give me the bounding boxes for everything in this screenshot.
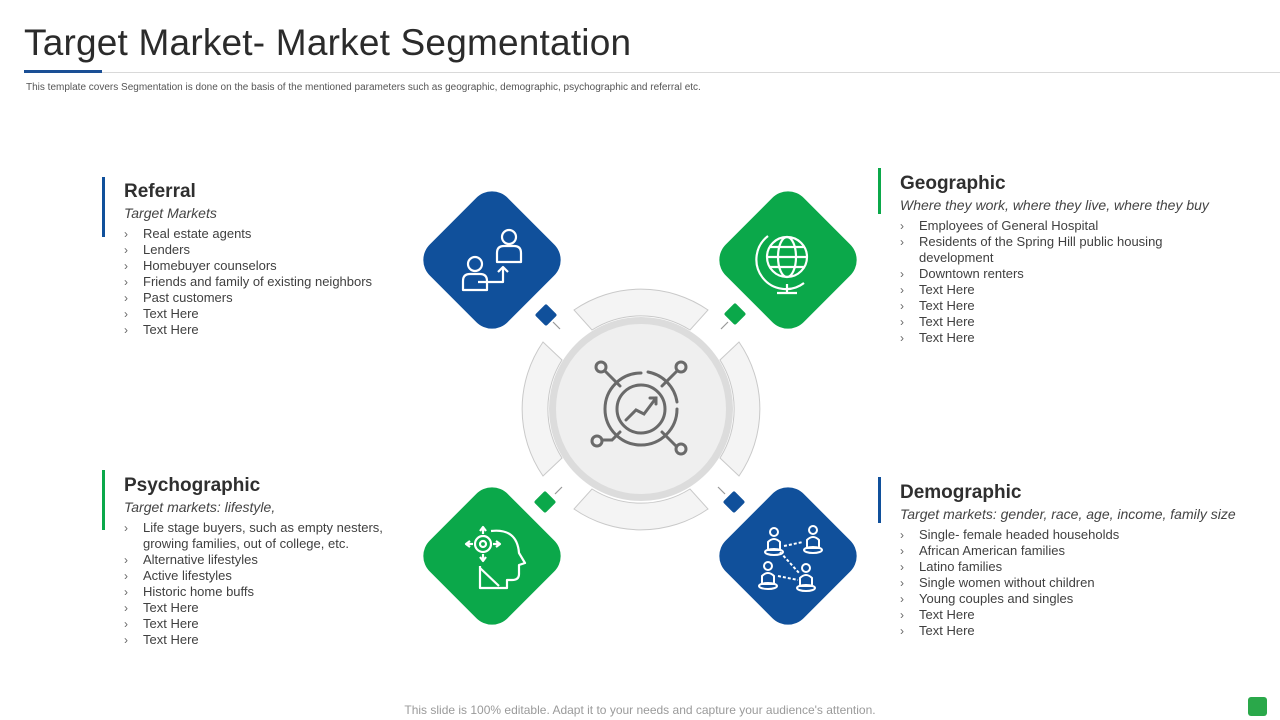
demographic-list: ›Single- female headed households ›Afric… (900, 527, 1200, 639)
list-item: ›Past customers (124, 290, 233, 305)
demographic-accent-bar (878, 477, 881, 523)
referral-list: ›Real estate agents ›Lenders ›Homebuyer … (124, 226, 402, 338)
footer-note: This slide is 100% editable. Adapt it to… (404, 703, 876, 717)
geographic-subheading: Where they work, where they live, where … (900, 197, 1209, 213)
demographic-diamond (719, 487, 857, 625)
list-item: ›Text Here (124, 600, 199, 615)
psychographic-section: Psychographic Target markets: lifestyle,… (102, 470, 402, 648)
title-accent-bar (24, 70, 102, 73)
list-item: ›Text Here (124, 322, 199, 337)
list-item: ›Homebuyer counselors (124, 258, 277, 273)
list-item: ›Text Here (900, 330, 975, 345)
hub-outer-ring (521, 288, 761, 531)
referral-diamond (423, 191, 561, 329)
psychographic-subheading: Target markets: lifestyle, (124, 499, 276, 515)
referral-heading: Referral (124, 181, 196, 202)
list-item: ›Residents of the Spring Hill public hou… (900, 234, 1163, 265)
list-item: ›Single- female headed households (900, 527, 1120, 542)
psychographic-heading: Psychographic (124, 475, 261, 496)
list-item: ›Text Here (124, 616, 199, 631)
list-item: ›Historic home buffs (124, 584, 255, 599)
connector-demographic (717, 486, 745, 513)
growth-chart-network-icon (590, 360, 688, 456)
list-item: ›Young couples and singles (900, 591, 1074, 606)
geographic-diamond (719, 191, 857, 329)
title-divider (24, 72, 1280, 73)
geographic-heading: Geographic (900, 173, 1006, 194)
globe-icon (755, 235, 809, 295)
list-item: ›Downtown renters (900, 266, 1024, 281)
referral-people-icon (461, 228, 523, 292)
connector-geographic (720, 303, 746, 330)
list-item: ›Employees of General Hospital (900, 218, 1099, 233)
psychographic-accent-bar (102, 470, 105, 530)
connector-referral (535, 304, 561, 330)
connector-psychographic (534, 486, 563, 513)
referral-accent-bar (102, 177, 105, 237)
demographic-heading: Demographic (900, 482, 1022, 503)
geographic-list: ›Employees of General Hospital ›Resident… (900, 218, 1170, 346)
demographic-subheading: Target markets: gender, race, age, incom… (900, 506, 1236, 522)
head-target-icon (464, 525, 527, 590)
list-item: ›Text Here (124, 632, 199, 647)
list-item: ›Friends and family of existing neighbor… (124, 274, 373, 289)
list-item: ›Real estate agents (124, 226, 252, 241)
demographic-section: Demographic Target markets: gender, race… (878, 477, 1258, 639)
page-title: Target Market- Market Segmentation (24, 22, 632, 63)
hub-core (556, 324, 726, 494)
list-item: ›Text Here (900, 298, 975, 313)
referral-section: Referral Target Markets ›Real estate age… (102, 177, 402, 338)
list-item: ›Text Here (124, 306, 199, 321)
page-subtitle: This template covers Segmentation is don… (26, 82, 701, 93)
list-item: ›Single women without children (900, 575, 1095, 590)
list-item: ›Text Here (900, 607, 975, 622)
list-item: ›Active lifestyles (124, 568, 232, 583)
referral-subheading: Target Markets (124, 205, 217, 221)
people-network-icon (758, 525, 823, 592)
list-item: ›African American families (900, 543, 1065, 558)
list-item: ›Alternative lifestyles (124, 552, 258, 567)
geographic-accent-bar (878, 168, 881, 214)
list-item: ›Latino families (900, 559, 1003, 574)
list-item: ›Text Here (900, 623, 975, 638)
list-item: ›Text Here (900, 282, 975, 297)
list-item: ›Text Here (900, 314, 975, 329)
list-item: ›Life stage buyers, such as empty nester… (124, 520, 383, 551)
slide-corner-badge (1248, 697, 1267, 716)
psychographic-list: ›Life stage buyers, such as empty nester… (124, 520, 392, 648)
psychographic-diamond (423, 487, 561, 625)
list-item: ›Lenders (124, 242, 190, 257)
geographic-section: Geographic Where they work, where they l… (878, 168, 1238, 346)
